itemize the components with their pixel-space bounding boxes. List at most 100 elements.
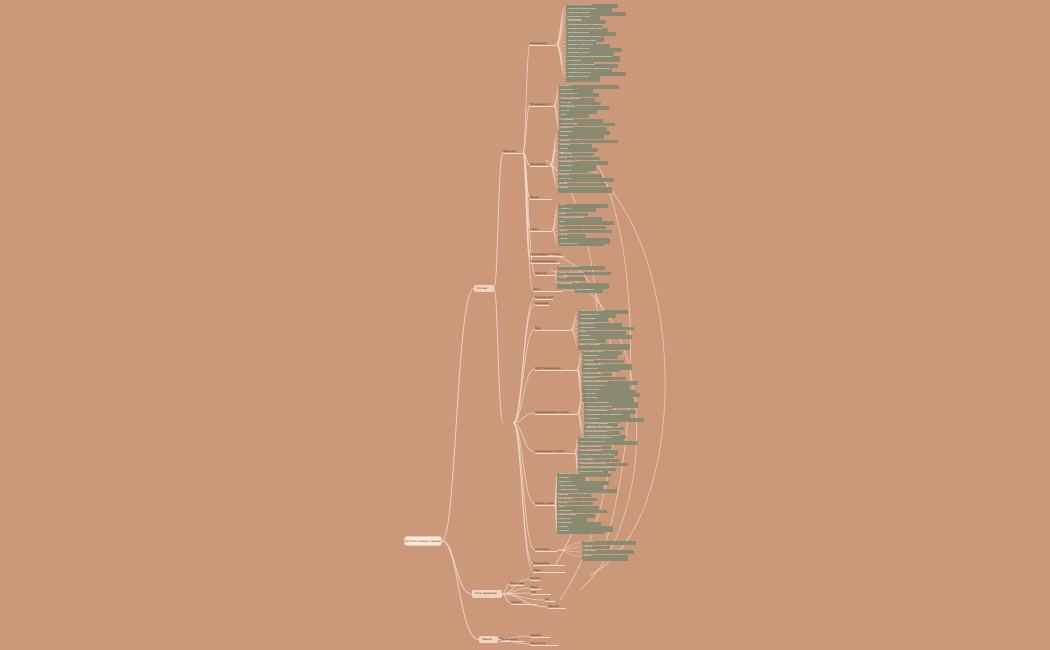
subtopic[interactable]: Правила [511,601,537,605]
leaf-topic[interactable]: Отдельное хранение [584,410,636,414]
leaf-topic[interactable]: Не нагревать [566,20,606,24]
leaf-topic[interactable]: Освещение [582,550,634,554]
leaf-topic[interactable]: Инструменты [558,161,608,165]
leaf-topic[interactable]: Не оставлять [578,458,620,463]
leaf-topic[interactable]: Маркировка [558,131,610,135]
leaf-topic[interactable]: Условия хранения [559,97,595,104]
leaf-topic[interactable]: Работа с жалобами [578,343,630,350]
leaf-topic[interactable]: Хранение [558,143,592,150]
leaf-topic[interactable]: Ротация [557,526,613,533]
leaf-topic[interactable]: Меню [558,204,608,208]
leaf-topic[interactable]: Проверять после каждой смены [584,426,624,431]
subtopic[interactable]: Ассортимент [535,548,557,552]
leaf-topic[interactable]: Качество [557,493,591,498]
leaf-topic[interactable]: Расходники [558,169,588,174]
leaf-topic[interactable]: Приёмка товара [559,122,615,127]
leaf-topic[interactable]: Уборка стола [582,368,620,372]
leaf-topic[interactable]: Мебель [558,182,606,187]
subtopic[interactable]: Этикет гостя [530,642,558,646]
leaf-topic[interactable]: Документы [559,127,607,131]
leaf-topic[interactable]: Сервировка стола [582,363,632,370]
subtopic[interactable]: Стойки [530,228,552,232]
subtopic[interactable]: Инвентарь [535,272,555,276]
leaf-topic[interactable]: Оформление [557,282,609,289]
leaf-topic[interactable]: Проверять после каждой смены [566,28,608,32]
leaf-topic[interactable]: Отдельное хранение [566,12,626,16]
leaf-topic[interactable]: Заменять при износе [566,48,622,52]
leaf-topic[interactable]: Авторские рецепты [557,266,605,270]
leaf-topic[interactable]: Правильно размещать по зонам [566,36,604,42]
leaf-topic[interactable]: Бронирование [582,355,618,359]
leaf-topic[interactable]: Порядок обслуживания [578,310,628,314]
leaf-topic[interactable]: Хранение в сухом месте [566,44,610,48]
subtopic[interactable]: Приготовление в баре [535,367,577,371]
leaf-topic[interactable]: Дополнительный заказ [582,381,638,385]
leaf-topic[interactable]: Количество [559,89,593,93]
subtopic[interactable]: Этикет [530,586,542,590]
leaf-topic[interactable]: Специи [558,234,586,238]
leaf-topic[interactable]: Регулярная проверка, сервисное обслужива… [584,422,618,429]
subtopic[interactable]: Вода [535,327,571,331]
subtopic[interactable]: Зал [545,598,555,602]
leaf-topic[interactable]: Соблюдать порядок действий при работе [578,454,614,458]
leaf-topic[interactable]: Соблюдать порядок действий при работе [566,56,620,62]
leaf-topic[interactable]: Приёмка товара [557,514,595,518]
leaf-topic[interactable]: Рекомендации [578,318,608,322]
leaf-topic[interactable]: Расчёт [578,331,626,335]
leaf-topic[interactable]: Уборка после смены [566,76,600,82]
leaf-topic[interactable]: Сезонное предложение [558,216,602,223]
leaf-topic[interactable]: Ротация [558,135,604,139]
subtopic[interactable]: Предложения [533,562,565,566]
leaf-topic[interactable]: Сроки годности [559,93,599,97]
leaf-topic[interactable]: Контроль качества [582,385,630,392]
leaf-topic[interactable]: Остатки [559,110,597,114]
leaf-topic[interactable]: Обратная связь [578,339,606,343]
leaf-topic[interactable]: Контроль [557,477,585,481]
leaf-topic[interactable]: Освещение [558,152,594,157]
leaf-topic[interactable]: Посуда [558,156,600,161]
leaf-topic[interactable]: Вода [558,221,614,225]
subtopic[interactable]: Навыки работы [500,638,524,642]
leaf-topic[interactable]: Своевременно пополнять [578,462,628,467]
leaf-topic[interactable]: Документы [557,518,587,522]
leaf-topic[interactable]: Текстиль [558,174,602,178]
leaf-topic[interactable]: Аттестация [584,397,632,401]
leaf-topic[interactable]: Правильно размещать по зонам [584,435,626,439]
leaf-topic[interactable]: Подача заказа [578,326,634,331]
leaf-topic[interactable]: Подготовка к работе [566,52,614,56]
leaf-topic[interactable]: Хранение в сухом месте [578,441,638,445]
root-topic[interactable]: Оптика и виды заведений [404,536,442,546]
leaf-topic[interactable]: Заменять при износе [578,445,612,450]
leaf-topic[interactable]: Аксессуары [558,165,596,172]
leaf-topic[interactable]: Смена пепельниц [582,372,612,377]
leaf-topic[interactable]: Учёт расхода [557,497,597,502]
leaf-topic[interactable]: Разложить по местам [566,72,626,76]
subtopic[interactable]: Декор [533,288,563,292]
subtopic[interactable]: Принадлежности [530,103,554,107]
branch-topic[interactable]: Типы заведений [472,590,502,598]
leaf-topic[interactable]: Декор зала [558,178,614,182]
leaf-topic[interactable]: Не стоит перегружать [566,4,618,8]
leaf-topic[interactable]: Чистота [582,545,610,550]
leaf-topic[interactable]: Проверка перед началом работы смены [578,467,616,471]
leaf-topic[interactable]: Подготовка к работе [578,449,618,456]
leaf-topic[interactable]: Обучение [584,393,640,397]
leaf-topic[interactable]: Не нагревать [584,418,644,422]
leaf-topic[interactable]: Приём заказа [578,322,622,329]
leaf-topic[interactable]: Регулярная проверка, сервисное обслужива… [566,24,602,28]
leaf-topic[interactable]: Время ожидания [575,289,603,293]
leaf-topic[interactable]: Сиропы [558,238,610,245]
leaf-topic[interactable]: Списание [557,530,605,534]
leaf-topic[interactable]: Акции [558,212,588,217]
leaf-topic[interactable]: Контроль [559,85,619,89]
subtopic[interactable]: Порядок подачи [535,502,555,506]
subtopic[interactable]: Наполнитель [530,163,550,167]
leaf-topic[interactable]: Поверхность должна быть [584,405,612,410]
leaf-topic[interactable]: Постоянные гости [582,351,622,355]
leaf-topic[interactable]: Поставщики [559,118,603,125]
leaf-topic[interactable]: Не стоит перегружать [584,401,638,408]
leaf-topic[interactable]: Стоимость [558,208,596,212]
leaf-topic[interactable]: Место для хранения [566,32,616,36]
subtopic[interactable]: Общие правила и тонкости [530,253,564,257]
leaf-topic[interactable]: Учёт расхода [559,106,609,110]
